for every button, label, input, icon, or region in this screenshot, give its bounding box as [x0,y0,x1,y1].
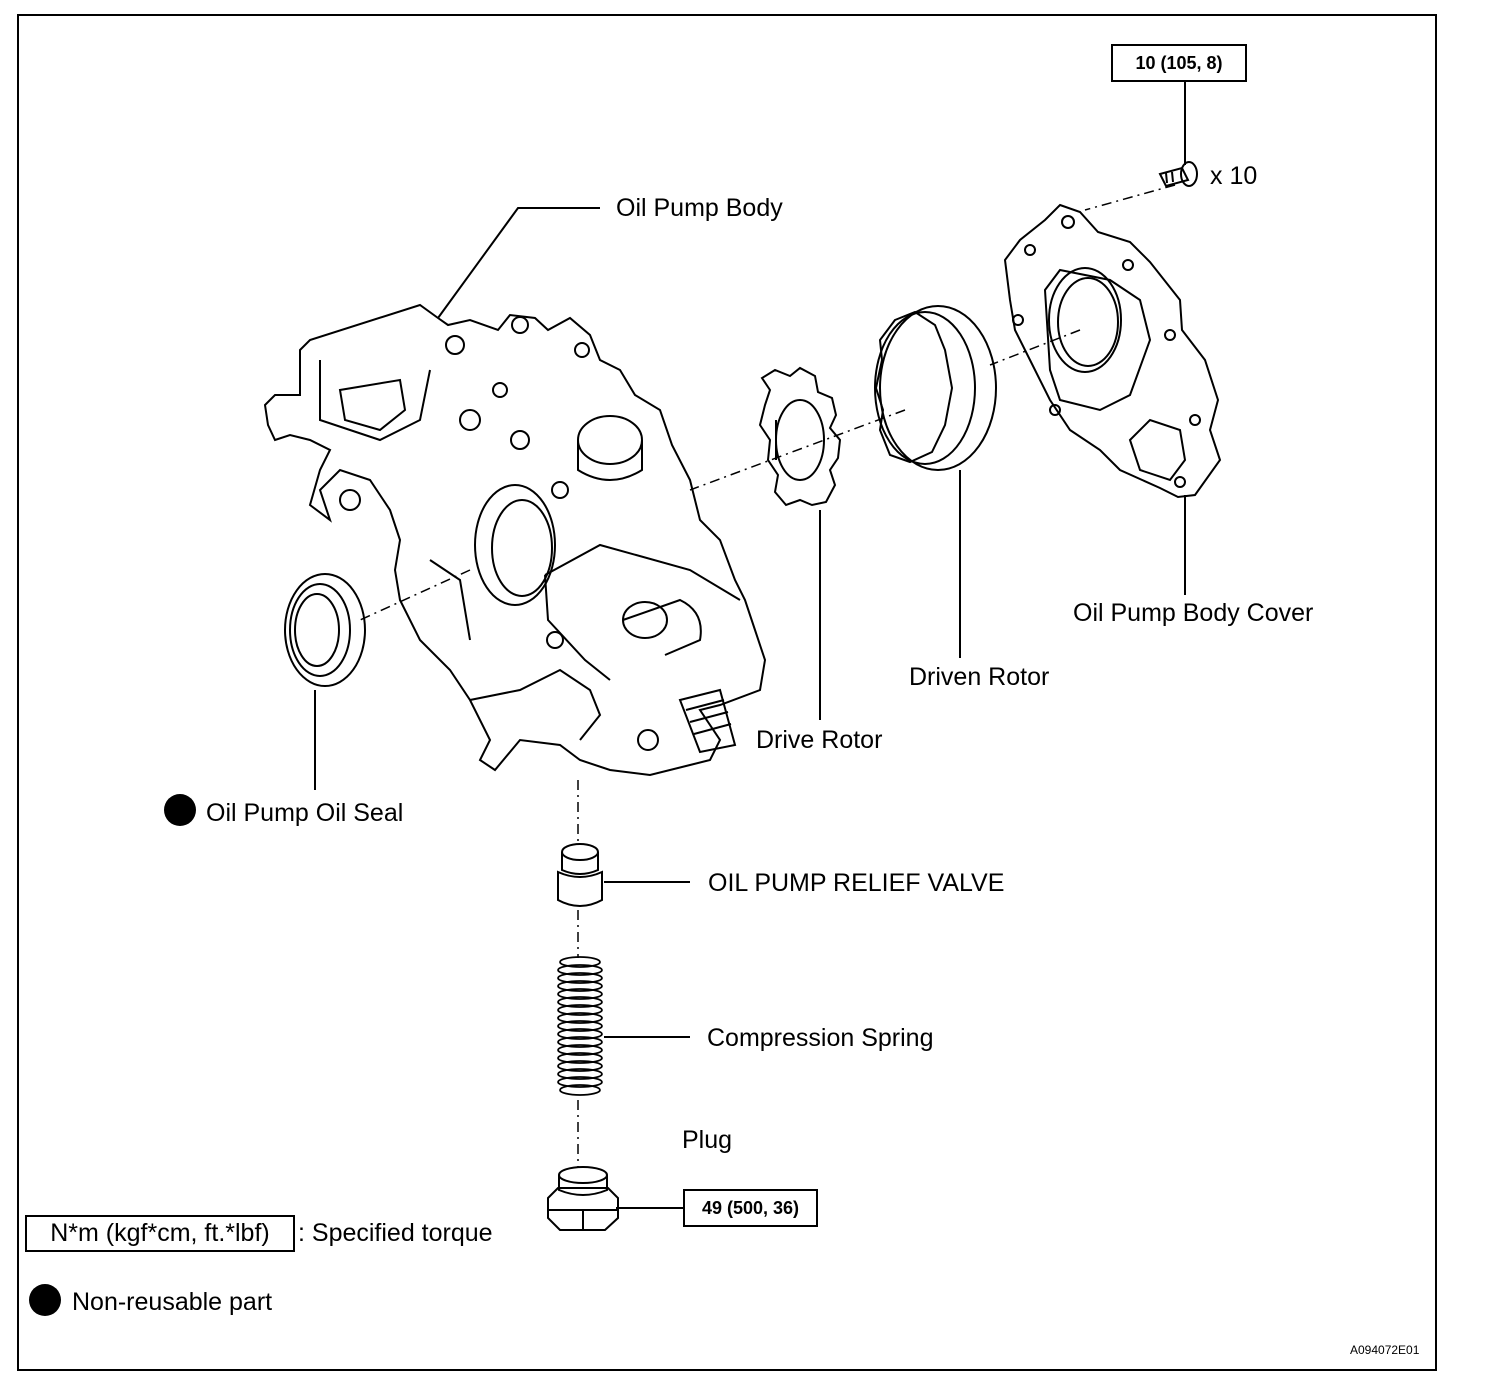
plug-drawing [547,1166,619,1231]
diagram-frame [17,14,1437,1371]
label-oil-pump-body-cover: Oil Pump Body Cover [1073,599,1314,627]
oil-pump-body-cover-drawing [1003,203,1222,499]
assembly-axis-lines [359,184,1176,1168]
legend-torque-description: : Specified torque [298,1219,493,1247]
label-driven-rotor: Driven Rotor [909,663,1050,691]
legend-non-reusable-icon [29,1284,61,1316]
label-drive-rotor: Drive Rotor [756,726,883,754]
non-reusable-marker-icon [164,794,196,826]
bolt-drawing [1158,161,1198,188]
compression-spring-drawing [557,956,603,1096]
figure-code: A094072E01 [1350,1343,1420,1357]
torque-box-plug: 49 (500, 36) [683,1189,818,1227]
legend-non-reusable-text: Non-reusable part [72,1288,273,1316]
label-compression-spring: Compression Spring [707,1024,934,1052]
legend-torque-units-box: N*m (kgf*cm, ft.*lbf) [25,1215,295,1252]
label-bolt-count: x 10 [1210,162,1258,190]
oil-pump-oil-seal-drawing [284,573,366,687]
drive-rotor-drawing [758,366,842,507]
label-plug: Plug [682,1126,733,1154]
relief-valve-drawing [557,843,603,907]
label-oil-pump-oil-seal: Oil Pump Oil Seal [206,799,404,827]
label-oil-pump-relief-valve: OIL PUMP RELIEF VALVE [708,869,1005,897]
driven-rotor-drawing [874,305,997,471]
torque-box-bolt: 10 (105, 8) [1111,44,1247,82]
label-oil-pump-body: Oil Pump Body [616,194,783,222]
leader-lines [314,82,1186,1209]
oil-pump-body-drawing [263,303,767,777]
